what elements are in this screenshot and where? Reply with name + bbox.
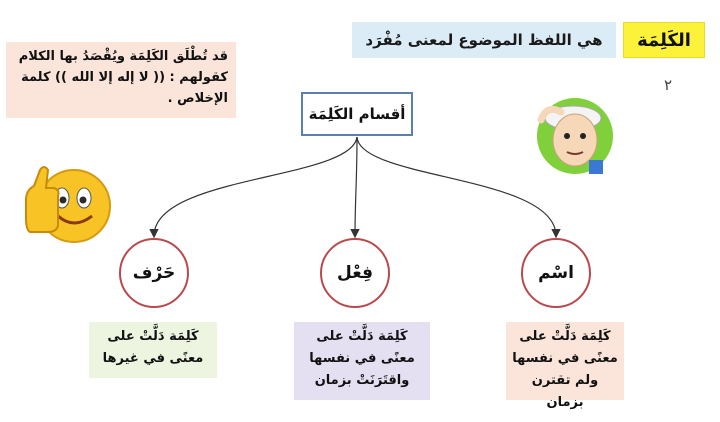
arrow-to-ism bbox=[356, 136, 561, 239]
title-term: الكَلِمَة bbox=[623, 22, 705, 58]
category-fil-node: فِعْل bbox=[320, 238, 390, 308]
title-definition: هي اللفظ الموضوع لمعنى مُفْرَد bbox=[352, 22, 616, 58]
category-ism-node: اسْم bbox=[521, 238, 591, 308]
category-harf-node: حَرْف bbox=[119, 238, 189, 308]
harf-definition-text: كَلِمَة دَلَّتْ على معنًى في غيرها bbox=[102, 329, 204, 366]
note-box: قد تُطْلَق الكَلِمَة ويُقْصَدُ بها الكلا… bbox=[6, 42, 236, 118]
thinking-boy-icon bbox=[537, 98, 613, 174]
page-number: ٢ bbox=[664, 76, 673, 94]
fil-definition-text: كَلِمَة دَلَّتْ على معنًى في نفسها واقتَ… bbox=[309, 329, 415, 388]
root-node: أقسام الكَلِمَة bbox=[301, 92, 413, 136]
fil-definition-box: كَلِمَة دَلَّتْ على معنًى في نفسها واقتَ… bbox=[294, 322, 430, 400]
harf-definition-box: كَلِمَة دَلَّتْ على معنًى في غيرها bbox=[89, 322, 217, 378]
ism-definition-text: كَلِمَة دَلَّتْ على معنًى في نفسها ولم ت… bbox=[512, 329, 618, 410]
ism-definition-box: كَلِمَة دَلَّتْ على معنًى في نفسها ولم ت… bbox=[506, 322, 624, 410]
note-text: قد تُطْلَق الكَلِمَة ويُقْصَدُ بها الكلا… bbox=[18, 49, 228, 106]
arrow-to-harf bbox=[149, 136, 358, 239]
arrow-to-fil bbox=[350, 136, 360, 239]
thumbs-up-emoji-icon bbox=[25, 166, 111, 243]
